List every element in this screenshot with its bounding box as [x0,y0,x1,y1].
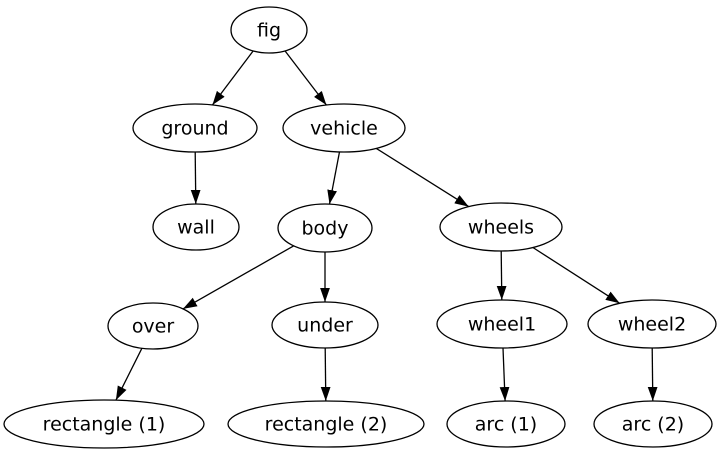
node-ground: ground [132,103,258,153]
node-wheel2: wheel2 [587,299,717,349]
node-rect1: rectangle (1) [3,399,205,449]
node-under: under [271,301,379,349]
node-rect2: rectangle (2) [227,400,425,448]
node-vehicle-shape [282,103,406,153]
node-arc2-label: arc (2) [622,414,684,436]
node-rect1-shape [3,399,205,449]
edge-body-over [182,245,294,310]
node-arc1-label: arc (1) [475,414,537,436]
edges-layer [115,50,658,402]
node-body-shape [277,203,373,253]
node-over-label: over [132,316,175,338]
node-wheels-label: wheels [468,217,534,239]
edge-fig-vehicle [284,50,327,106]
node-fig: fig [230,6,308,54]
node-rect2-shape [227,400,425,448]
node-fig-shape [230,6,308,54]
node-arc1: arc (1) [446,400,566,448]
edge-vehicle-wheels [375,147,470,208]
edge-wheel2-arc2 [647,347,658,402]
edge-ground-wall [190,151,201,205]
node-arc1-shape [446,400,566,448]
edge-over-rect1 [115,348,143,401]
node-wheel2-label: wheel2 [618,314,686,336]
node-under-label: under [297,315,353,337]
edge-vehicle-body [327,151,341,205]
node-wheel1: wheel1 [436,299,568,349]
node-fig-label: fig [257,20,281,42]
edge-under-rect2 [320,347,331,402]
nodes-layer: fig ground vehicle wall body wheels over under w… [3,6,717,449]
node-vehicle: vehicle [282,103,406,153]
node-rect1-label: rectangle (1) [43,414,166,436]
node-wheel1-label: wheel1 [468,314,536,336]
edge-fig-ground [211,50,254,106]
node-body-label: body [302,218,349,240]
node-wall: wall [152,203,240,251]
node-vehicle-label: vehicle [310,118,378,140]
edge-wheels-wheel1 [496,250,507,301]
node-wheel1-shape [436,299,568,349]
node-body: body [277,203,373,253]
node-wall-shape [152,203,240,251]
edge-wheels-wheel2 [532,246,621,304]
node-wall-label: wall [177,217,215,239]
edge-wheel1-arc1 [499,347,510,402]
node-wheels: wheels [439,202,563,252]
node-over: over [107,302,199,350]
node-over-shape [107,302,199,350]
node-wheels-shape [439,202,563,252]
node-ground-shape [132,103,258,153]
node-arc2: arc (2) [593,400,713,448]
node-under-shape [271,301,379,349]
node-ground-label: ground [161,118,228,140]
node-rect2-label: rectangle (2) [265,414,388,436]
node-wheel2-shape [587,299,717,349]
node-arc2-shape [593,400,713,448]
